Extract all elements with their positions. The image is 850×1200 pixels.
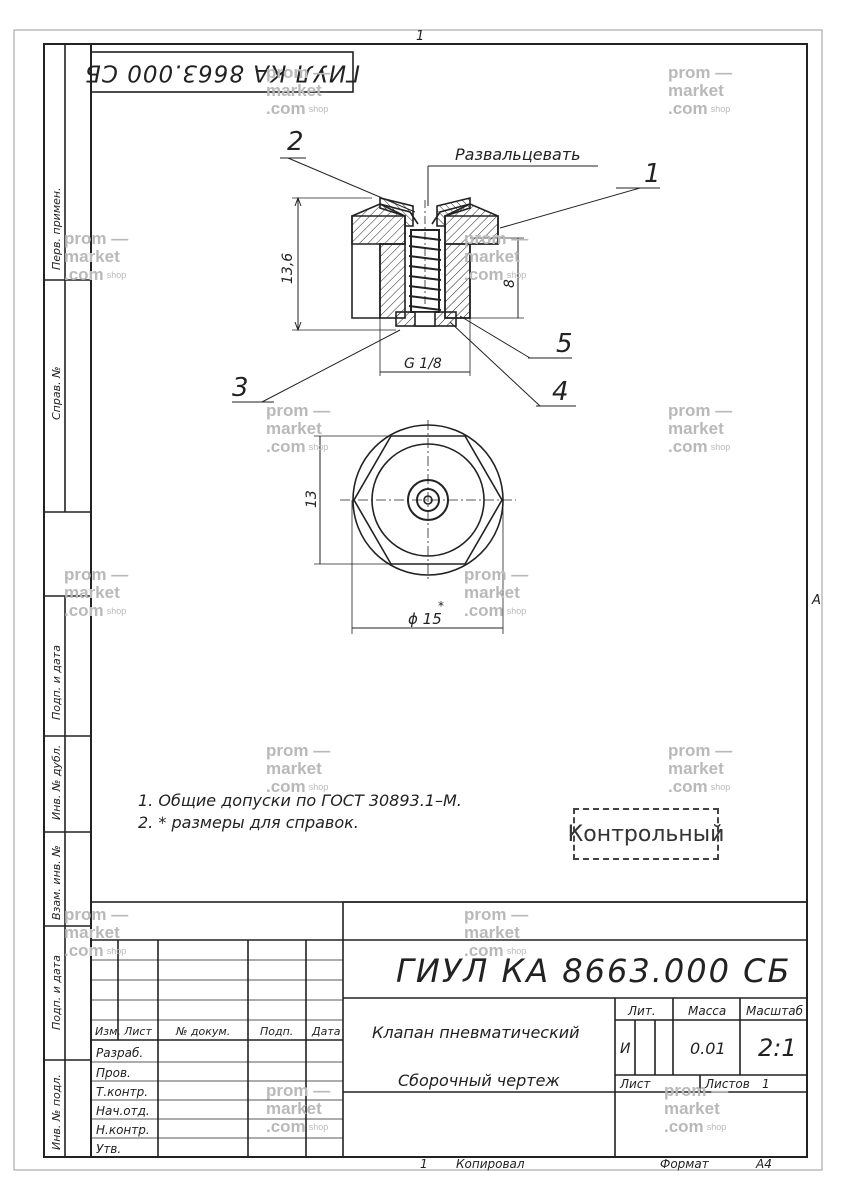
title-block [90, 901, 808, 1158]
callout-3: 3 [232, 373, 249, 403]
note-1: 1. Общие допуски по ГОСТ 30893.1–М. [138, 791, 462, 810]
dim-hex: 13 [304, 490, 320, 508]
side-label-podp-data-2: Подп. и дата [50, 955, 63, 1030]
title-block-text: ГИУЛ КА 8663.000 СБ Клапан пневматически… [95, 952, 804, 1156]
listov-label: Листов [704, 1077, 750, 1091]
callout-1: 1 [644, 159, 661, 189]
callout-4: 4 [552, 377, 569, 407]
masshtab-value: 2:1 [758, 1034, 797, 1062]
kontrolny-stamp: Контрольный [568, 808, 724, 860]
side-labels: Перв. примен. Справ. № Подп. и дата Инв.… [50, 187, 63, 1150]
role-nachotd: Нач.отд. [96, 1104, 150, 1118]
callout-2: 2 [287, 127, 304, 157]
side-label-podp-data-1: Подп. и дата [50, 645, 63, 720]
side-label-vzam-inv: Взам. инв. № [50, 845, 63, 920]
header-data: Дата [311, 1025, 341, 1038]
top-view-annotations: 13 ϕ 15 * [304, 490, 444, 628]
dim-diameter: ϕ 15 [408, 610, 442, 628]
footer-format-label: Формат [660, 1157, 710, 1171]
side-label-inv-podl: Инв. № подл. [50, 1074, 63, 1150]
valve-top-view [314, 420, 516, 634]
massa-value: 0.01 [690, 1039, 726, 1058]
edge-letter: A [811, 593, 821, 608]
masshtab-label: Масштаб [746, 1004, 804, 1018]
massa-label: Масса [688, 1004, 726, 1018]
dim-thread: G 1/8 [404, 356, 442, 372]
header-doc: № докум. [175, 1025, 230, 1038]
list-label: Лист [619, 1077, 651, 1091]
role-prov: Пров. [96, 1066, 131, 1080]
role-tkontr: Т.контр. [96, 1085, 148, 1099]
mirrored-code: ГИУЛ КА 8663.000 СБ [84, 60, 360, 86]
side-label-inv-dubl: Инв. № дубл. [50, 745, 63, 820]
mirrored-code-box [90, 51, 354, 93]
note-razvalcevat: Развальцевать [455, 145, 581, 164]
outer-trim-line [13, 29, 823, 1171]
lit-label: Лит. [627, 1004, 656, 1018]
header-podp: Подп. [260, 1025, 293, 1038]
note-2: 2. * размеры для справок. [138, 813, 359, 832]
dim-8: 8 [502, 279, 518, 288]
role-utv: Утв. [96, 1142, 121, 1156]
dim-star: * [438, 599, 444, 613]
role-nkontr: Н.контр. [96, 1123, 150, 1137]
callout-5: 5 [556, 329, 573, 359]
side-label-sprav: Справ. № [50, 366, 63, 420]
sheet-number-top: 1 [416, 29, 424, 44]
listov-value: 1 [762, 1077, 770, 1091]
header-list: Лист [123, 1025, 152, 1038]
designation: ГИУЛ КА 8663.000 СБ [396, 952, 791, 990]
valve-section-view [232, 157, 660, 407]
name-line1: Клапан пневматический [372, 1023, 580, 1042]
header-izm: Изм. [95, 1025, 121, 1038]
side-label-perv-primen: Перв. примен. [50, 187, 63, 270]
footer: 1 Копировал Формат А4 [420, 1157, 772, 1171]
footer-num: 1 [420, 1157, 428, 1171]
footer-copied: Копировал [456, 1157, 525, 1171]
technical-notes: 1. Общие допуски по ГОСТ 30893.1–М. 2. *… [138, 791, 462, 832]
role-razrab: Разраб. [96, 1046, 143, 1060]
left-margin-column [44, 44, 91, 1157]
section-annotations: Развальцевать 2 1 3 4 5 13,6 8 G 1/8 [232, 127, 661, 407]
lit-value: И [620, 1041, 631, 1057]
spring [408, 200, 442, 326]
name-line2: Сборочный чертеж [398, 1071, 560, 1090]
footer-format-value: А4 [755, 1157, 772, 1171]
dim-height: 13,6 [280, 253, 296, 284]
